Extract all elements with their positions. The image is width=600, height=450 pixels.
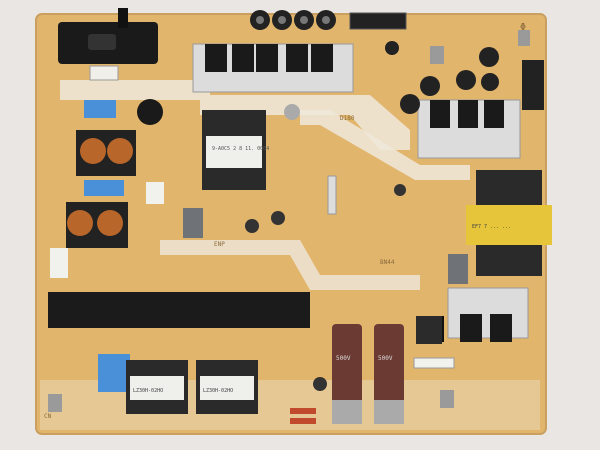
common-mode-choke-1 xyxy=(76,130,136,176)
grey-part-right xyxy=(448,254,468,284)
corner-mark: Φ xyxy=(520,22,526,33)
bottom-coil-left: LZ30H-02HO xyxy=(126,360,188,414)
grey-pad-bottom-left xyxy=(48,394,62,412)
right-heatsink xyxy=(417,99,521,159)
bulk-capacitor-left: 500V xyxy=(332,324,362,424)
grey-pad-bottom-right xyxy=(440,390,454,408)
x-capacitor-1 xyxy=(84,100,116,118)
ac-inlet-connector xyxy=(58,8,158,81)
film-capacitor-1 xyxy=(394,184,406,196)
silk-label-2: D180 xyxy=(340,115,355,122)
film-capacitor-4 xyxy=(313,377,327,391)
right-connector xyxy=(522,60,544,110)
center-transformer: 9-A0C5 2 8 11. 0004 xyxy=(202,110,269,190)
isolation-slot-mid xyxy=(300,110,470,180)
barcode-sticker xyxy=(50,248,68,278)
transformer-right-label: EF7 7 ... ... xyxy=(472,224,511,230)
transformer-top-label: 9-A0C5 2 8 11. 0004 xyxy=(212,146,269,152)
small-capacitor xyxy=(284,104,300,120)
coil-right-label: LZ30H-02HO xyxy=(203,388,233,394)
cap-left-text: 500V xyxy=(336,355,351,362)
grey-resistor xyxy=(183,208,203,238)
grey-pad-top-right xyxy=(430,46,444,64)
white-strip-label xyxy=(413,357,455,369)
right-top-capacitors xyxy=(385,41,499,114)
silk-label-1: ENP xyxy=(214,241,225,248)
film-capacitor-2 xyxy=(271,211,285,225)
coil-left-label: LZ30H-02HO xyxy=(133,388,163,394)
top-connector xyxy=(349,12,407,30)
pad-marks: CN xyxy=(44,413,52,420)
white-label-block xyxy=(146,182,164,204)
red-resistor-2 xyxy=(290,418,316,424)
grey-pad-top-right-2 xyxy=(518,30,530,46)
film-capacitor-3 xyxy=(245,219,259,233)
top-capacitors xyxy=(250,10,336,30)
main-heatsink xyxy=(48,292,310,328)
glass-fuse xyxy=(327,175,337,215)
small-inductor xyxy=(416,316,442,344)
right-transformer: EF7 7 ... ... xyxy=(466,170,552,276)
cap-right-text: 500V xyxy=(378,355,393,362)
thermistor xyxy=(137,99,163,125)
bottom-coil-right: LZ30H-02HO xyxy=(196,360,258,414)
x-capacitor-3 xyxy=(98,354,130,392)
isolation-slot-lower xyxy=(160,240,420,290)
silk-label-3: BN44 xyxy=(380,259,395,266)
top-heatsink xyxy=(192,43,354,93)
red-resistor xyxy=(290,408,316,414)
bulk-capacitor-right: 500V xyxy=(374,324,404,424)
common-mode-choke-2 xyxy=(66,202,128,248)
x-capacitor-2 xyxy=(84,180,124,196)
